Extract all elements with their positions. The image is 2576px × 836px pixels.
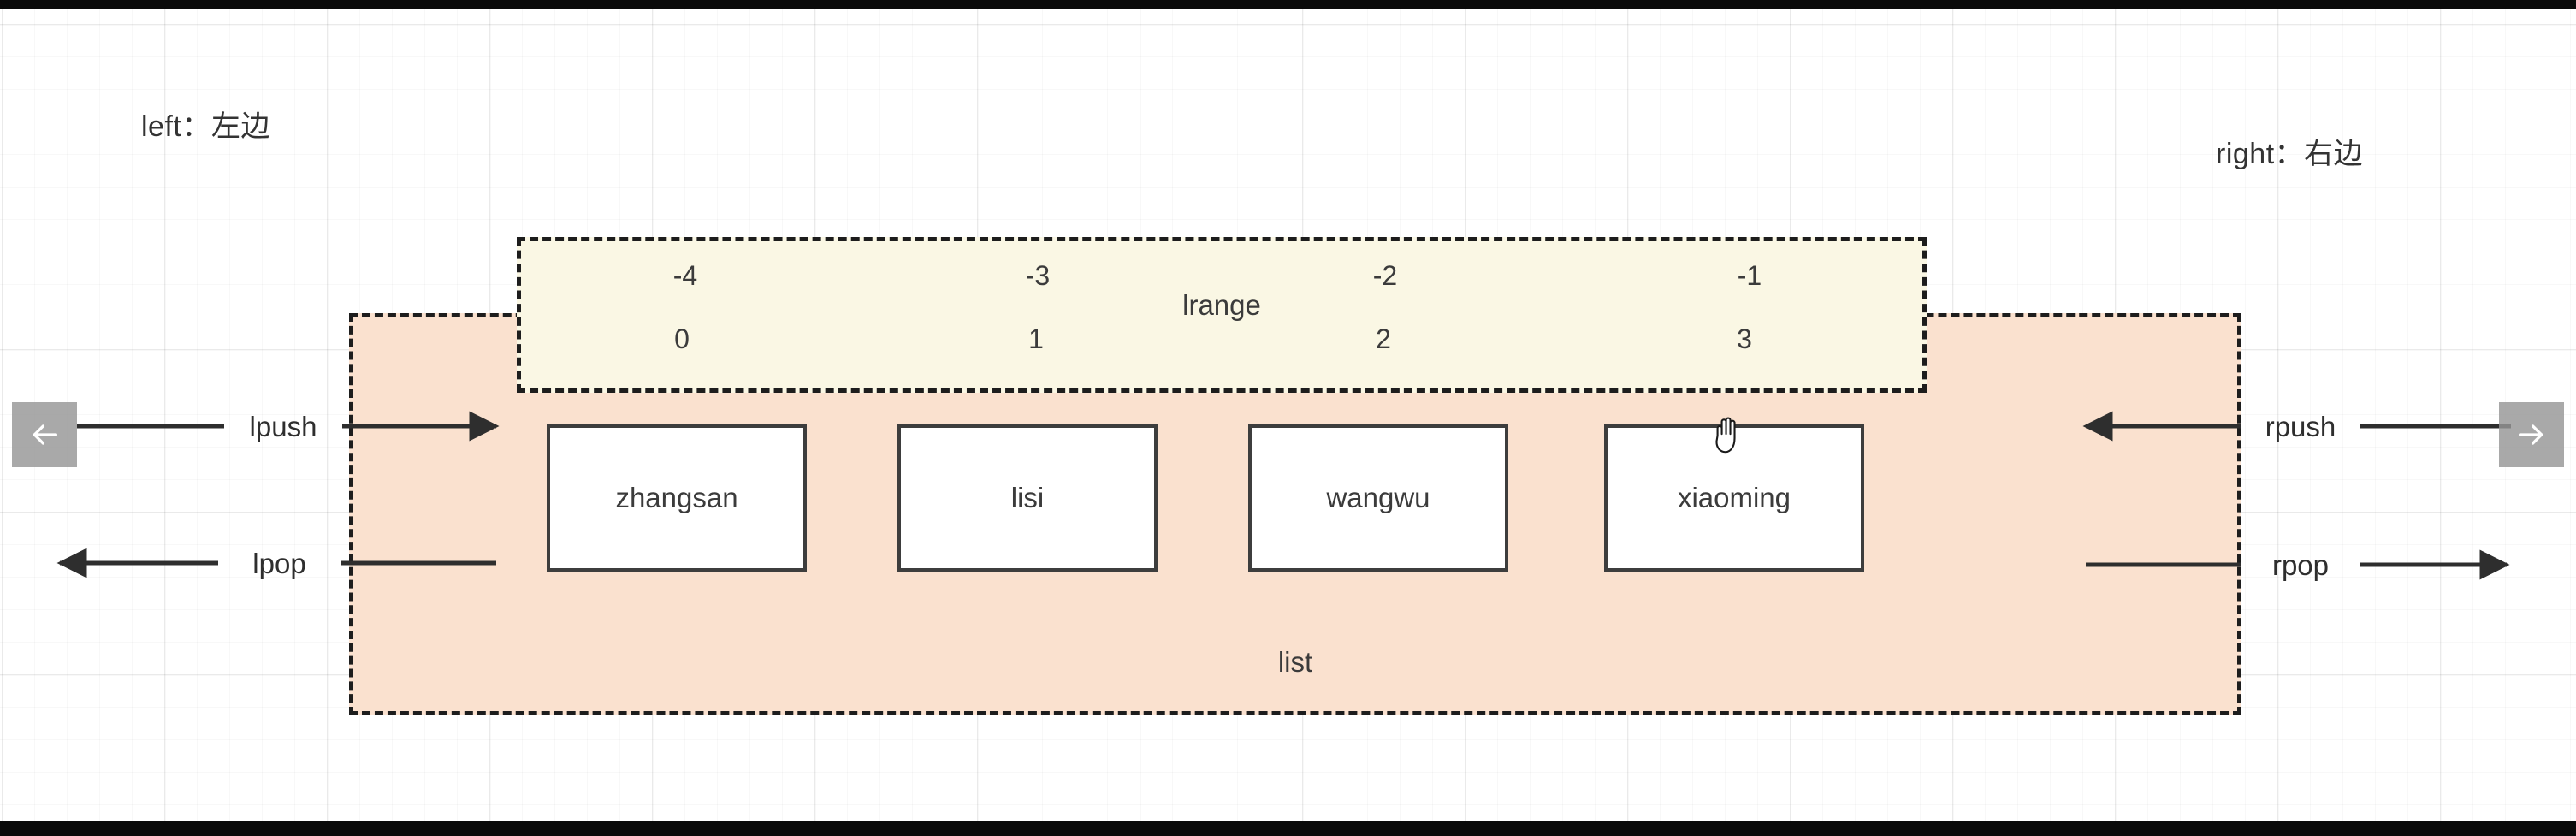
list-item-value: xiaoming — [1677, 482, 1791, 513]
bottom-chrome-bar — [0, 821, 2576, 836]
rpush-label: rpush — [2265, 411, 2336, 442]
rpop-label: rpop — [2271, 549, 2330, 581]
right-side-label: right：右边 — [2216, 138, 2364, 170]
list-item-value: wangwu — [1326, 482, 1430, 513]
top-chrome-bar — [0, 0, 2576, 9]
lpush-label: lpush — [249, 411, 317, 442]
lrange-negative-index: -2 — [1372, 260, 1398, 291]
lpop-label: lpop — [252, 548, 306, 579]
lrange-negative-index: -3 — [1025, 260, 1051, 291]
list-item-value: lisi — [1010, 482, 1045, 513]
lrange-positive-index: 0 — [674, 323, 690, 354]
list-item-card[interactable]: lisi — [897, 424, 1158, 572]
list-item-card[interactable]: zhangsan — [547, 424, 807, 572]
lrange-positive-index: 1 — [1028, 323, 1044, 354]
list-item-card[interactable]: wangwu — [1248, 424, 1508, 572]
arrows-layer — [56, 411, 2511, 580]
list-container-caption: list — [1277, 646, 1313, 678]
arrow-left-icon — [33, 424, 58, 445]
lrange-positive-index: 2 — [1376, 323, 1391, 354]
lrange-negative-index: -1 — [1737, 260, 1762, 291]
previous-slide-button[interactable] — [12, 402, 77, 467]
left-side-label: left：左边 — [141, 110, 270, 143]
lrange-negative-index: -4 — [672, 260, 698, 291]
list-item-value: zhangsan — [615, 482, 738, 513]
arrow-right-icon — [2519, 424, 2543, 445]
lrange-container: lrange -4 -3 -2 -1 0 1 2 3 — [517, 237, 1927, 393]
next-slide-button[interactable] — [2499, 402, 2564, 467]
diagram-canvas: left：左边 right：右边 lpush lpop rp — [0, 9, 2576, 821]
lrange-positive-index: 3 — [1737, 323, 1752, 354]
lrange-caption: lrange — [1182, 289, 1261, 321]
